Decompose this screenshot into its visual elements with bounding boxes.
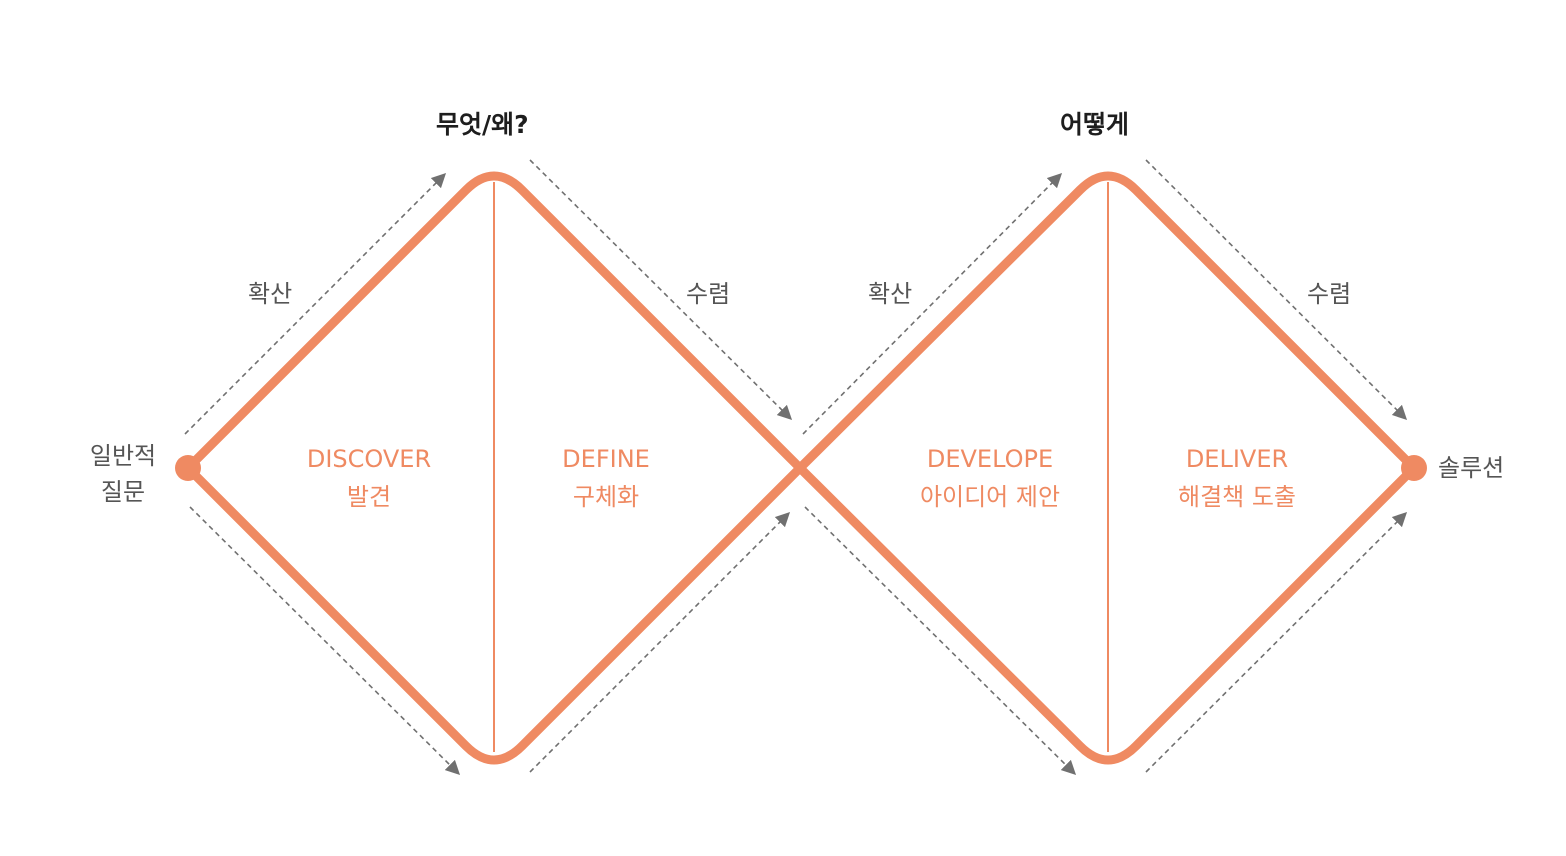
start-label-line-2: 질문 xyxy=(100,478,146,506)
start-node xyxy=(175,455,201,481)
diverge-arrow-2-bottom xyxy=(804,506,1077,776)
phase-deliver-en: DELIVER xyxy=(1185,445,1289,473)
start-label-line-1: 일반적 xyxy=(89,442,157,470)
phase-deliver-ko: 해결책 도출 xyxy=(1177,483,1297,511)
header-how: 어떻게 xyxy=(1060,110,1130,139)
phase-develope-ko: 아이디어 제안 xyxy=(919,483,1061,511)
phase-define-en: DEFINE xyxy=(562,445,650,473)
label-converge-2: 수렴 xyxy=(1307,280,1352,308)
phase-develope: DEVELOPE 아이디어 제안 xyxy=(880,440,1100,516)
label-diverge-2: 확산 xyxy=(868,280,913,308)
converge-arrow-2-top xyxy=(1145,159,1408,421)
phase-discover: DISCOVER 발견 xyxy=(279,440,459,516)
diverge-arrow-2-top xyxy=(802,172,1063,435)
converge-arrow-1-bottom xyxy=(529,511,791,773)
phase-deliver: DELIVER 해결책 도출 xyxy=(1137,440,1337,516)
diverge-arrow-1-top xyxy=(184,172,447,435)
phase-define: DEFINE 구체화 xyxy=(516,440,696,516)
converge-arrow-2-bottom xyxy=(1145,511,1408,773)
diverge-arrow-1-bottom xyxy=(189,506,461,776)
end-label: 솔루션 xyxy=(1438,454,1505,482)
start-label: 일반적 질문 xyxy=(82,438,164,510)
end-node xyxy=(1401,455,1427,481)
converge-arrow-1-top xyxy=(529,159,793,421)
phase-define-ko: 구체화 xyxy=(572,483,640,511)
header-what-why: 무엇/왜? xyxy=(436,110,529,139)
phase-discover-ko: 발견 xyxy=(346,483,392,511)
label-converge-1: 수렴 xyxy=(686,280,731,308)
label-diverge-1: 확산 xyxy=(248,280,293,308)
phase-discover-en: DISCOVER xyxy=(306,445,432,473)
phase-develope-en: DEVELOPE xyxy=(926,445,1054,473)
